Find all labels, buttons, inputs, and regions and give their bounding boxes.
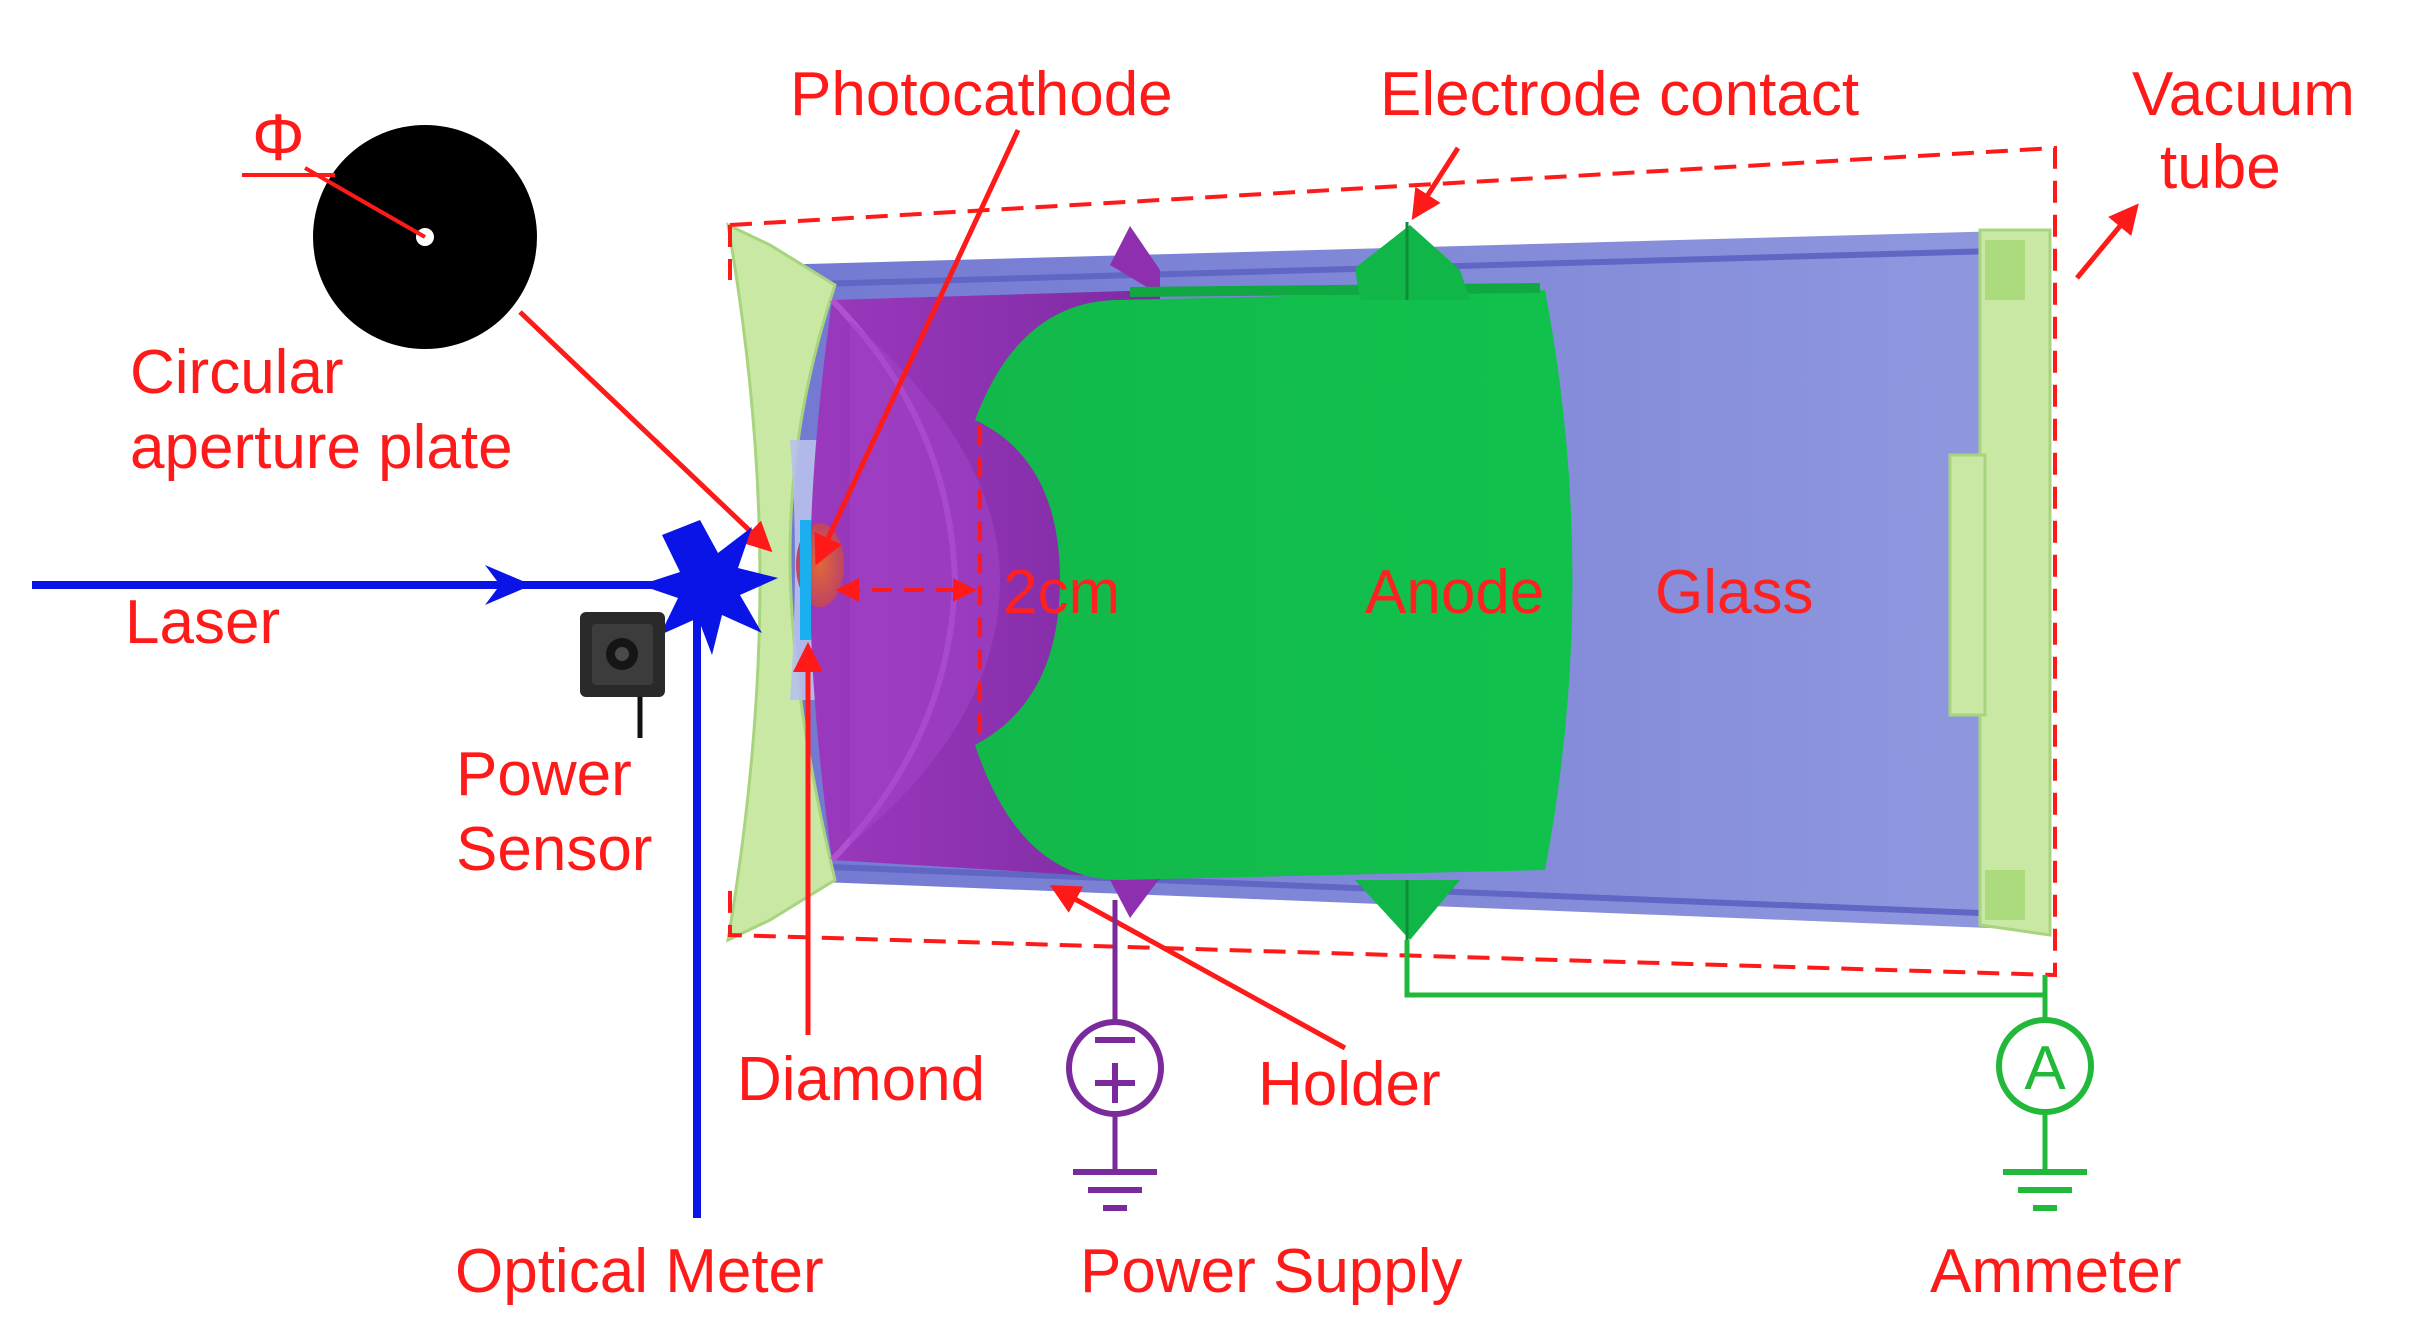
- distance-label: 2cm: [1003, 558, 1120, 627]
- anode: [975, 222, 1573, 945]
- ammeter-icon: A: [1996, 1017, 2094, 1115]
- laser-label: Laser: [125, 588, 280, 657]
- photocathode-label: Photocathode: [790, 60, 1173, 129]
- ammeter-symbol: A: [2024, 1034, 2066, 1103]
- ammeter-circuit: A: [1404, 940, 2094, 1211]
- ammeter-label: Ammeter: [1930, 1237, 2181, 1306]
- optical-meter-label: Optical Meter: [455, 1237, 824, 1306]
- glass-label: Glass: [1655, 558, 1813, 627]
- power-supply-label: Power Supply: [1080, 1237, 1463, 1306]
- laser-flash-icon: [640, 520, 778, 655]
- ground-icon: [2003, 1169, 2087, 1211]
- laser-beam: Laser: [32, 565, 690, 657]
- power-sensor-label-line2: Sensor: [456, 815, 652, 884]
- ground-icon: [1073, 1169, 1157, 1211]
- holder-label: Holder: [1258, 1050, 1441, 1119]
- distance-dimension: 2cm: [835, 425, 1120, 735]
- power-supply-circuit: [1066, 900, 1164, 1211]
- electrode-contact-label: Electrode contact: [1380, 60, 1859, 129]
- aperture-plate-icon: Φ: [242, 100, 537, 349]
- vacuum-tube-label-line1: Vacuum: [2132, 60, 2355, 129]
- power-sensor-icon: [580, 612, 665, 738]
- phi-label: Φ: [252, 100, 305, 174]
- vacuum-tube-outline: [728, 145, 2057, 978]
- vacuum-tube-label-line2: tube: [2160, 133, 2281, 202]
- aperture-plate-label-line1: Circular: [130, 338, 344, 407]
- power-sensor-label-line1: Power: [456, 740, 632, 809]
- anode-label: Anode: [1365, 558, 1544, 627]
- diamond-label: Diamond: [737, 1045, 985, 1114]
- dc-source-icon: [1066, 1019, 1164, 1117]
- right-end-cap: [1948, 228, 2052, 937]
- aperture-plate-label-line2: aperture plate: [130, 413, 513, 482]
- photocathode-film: [800, 520, 811, 640]
